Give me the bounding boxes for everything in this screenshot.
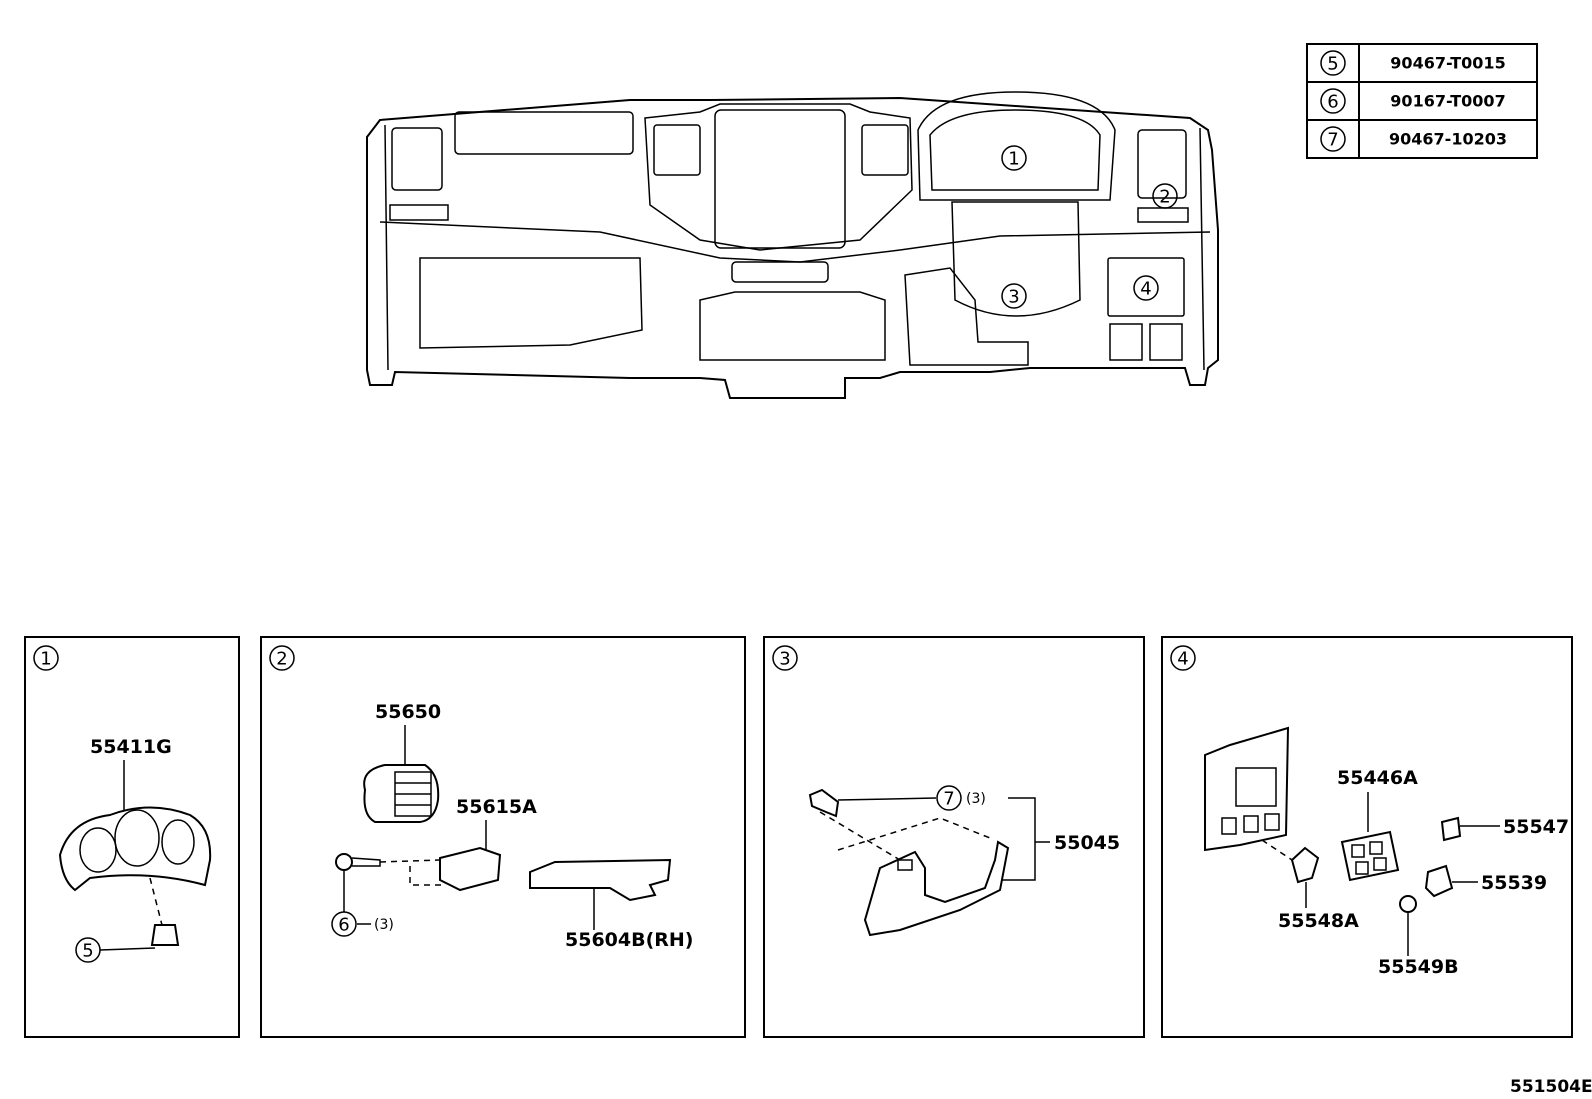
meter-cluster-drawing xyxy=(58,806,212,892)
panel-3-number: 3 xyxy=(779,649,790,670)
part-label-55549B: 55549B xyxy=(1378,956,1459,978)
part-label-55604B-RH: 55604B(RH) xyxy=(565,929,693,951)
svg-text:7: 7 xyxy=(1327,130,1338,151)
callout-7: 7 xyxy=(943,789,954,810)
clip-drawing-55547 xyxy=(1440,816,1462,842)
center-display xyxy=(714,109,846,249)
part-label-55446A: 55446A xyxy=(1337,767,1418,789)
panel-2-frame xyxy=(260,636,746,1038)
callout-6-quantity: (3) xyxy=(374,917,394,933)
fastener-part-number: 90467-10203 xyxy=(1389,130,1507,149)
overview-callout-2: 2 xyxy=(1152,183,1178,209)
svg-text:4: 4 xyxy=(1140,279,1151,300)
detail-panel-2: 2 55650 55615A 6 (3) 55604B(RH) xyxy=(260,636,746,1038)
switch-drawing-55548A xyxy=(1290,846,1320,884)
panel-4-frame xyxy=(1161,636,1573,1038)
lower-right-panel xyxy=(904,267,1029,366)
switch-left xyxy=(1109,323,1143,361)
center-left-vent xyxy=(653,124,701,176)
switch-base-drawing xyxy=(1340,830,1400,882)
panel-3-frame xyxy=(763,636,1145,1038)
clip-drawing xyxy=(150,924,180,946)
retainer-clip-drawing xyxy=(808,788,840,818)
screw-drawing xyxy=(335,853,353,871)
panel-1-frame xyxy=(24,636,240,1038)
cap-drawing-55539 xyxy=(1424,864,1454,898)
meter-cluster xyxy=(929,109,1101,191)
left-lower-vent xyxy=(389,204,449,221)
part-label-55547: 55547 xyxy=(1503,816,1569,838)
center-switch-strip xyxy=(731,261,829,283)
fastener-row-5: 5 90467-T0015 xyxy=(1320,50,1506,76)
fastener-part-number: 90467-T0015 xyxy=(1390,54,1505,73)
panel-4-number: 4 xyxy=(1177,649,1188,670)
right-edge-line xyxy=(1199,127,1205,371)
part-label-55548A: 55548A xyxy=(1278,910,1359,932)
panel-2-number: 2 xyxy=(276,649,287,670)
steering-lower-panel xyxy=(951,201,1081,317)
meter-hood xyxy=(917,91,1116,201)
switch-bezel-drawing xyxy=(1204,726,1290,852)
fastener-table: 5 90467-T0015 6 90167-T0007 7 90467-1020… xyxy=(1306,43,1538,159)
svg-text:2: 2 xyxy=(1159,187,1170,208)
right-lower-vent xyxy=(1137,207,1189,223)
overview-callout-4: 4 xyxy=(1133,275,1159,301)
fastener-row-6: 6 90167-T0007 xyxy=(1320,88,1506,114)
part-label-55539: 55539 xyxy=(1481,872,1547,894)
svg-text:5: 5 xyxy=(1327,54,1338,75)
lower-cover-drawing xyxy=(863,840,1010,937)
left-edge-line xyxy=(384,124,389,371)
callout-6: 6 xyxy=(338,915,349,936)
panel-1-number: 1 xyxy=(40,649,51,670)
part-label-55615A: 55615A xyxy=(456,796,537,818)
fastener-row-7: 7 90467-10203 xyxy=(1320,126,1507,152)
part-label-55650: 55650 xyxy=(375,701,441,723)
detail-panel-3: 3 7 (3) 55045 xyxy=(763,636,1145,1038)
fastener-part-number: 90167-T0007 xyxy=(1390,92,1505,111)
part-label-55045: 55045 xyxy=(1054,832,1120,854)
left-vent xyxy=(391,127,443,191)
glove-box xyxy=(419,257,643,349)
center-stack xyxy=(644,103,913,251)
overview-callout-1: 1 xyxy=(1001,145,1027,171)
lower-panel-drawing xyxy=(529,858,672,902)
part-label-55411G: 55411G xyxy=(90,736,172,758)
bracket-drawing xyxy=(439,846,502,892)
lower-center-console xyxy=(699,291,886,361)
switch-panel xyxy=(1107,257,1185,317)
svg-text:1: 1 xyxy=(1008,149,1019,170)
dashboard-mid-seam xyxy=(379,221,1211,263)
detail-panel-1: 1 55411G 5 xyxy=(24,636,240,1038)
callout-5: 5 xyxy=(82,941,93,962)
top-left-panel xyxy=(454,111,634,155)
overview-callout-3: 3 xyxy=(1001,283,1027,309)
detail-panel-4: 4 55548A 55446A 55547 55539 55549B xyxy=(1161,636,1573,1038)
callout-7-quantity: (3) xyxy=(966,791,986,807)
dashboard-outline xyxy=(366,96,1219,399)
svg-text:6: 6 xyxy=(1327,92,1338,113)
right-vent xyxy=(1137,129,1187,199)
plug-drawing-55549B xyxy=(1399,895,1417,913)
svg-text:3: 3 xyxy=(1008,287,1019,308)
diagram-id: 551504E xyxy=(1510,1077,1592,1097)
fastener-table-frame xyxy=(1306,43,1538,159)
dashboard-overview: 1 2 3 4 xyxy=(366,91,1219,399)
switch-right xyxy=(1149,323,1183,361)
center-right-vent xyxy=(861,124,909,176)
